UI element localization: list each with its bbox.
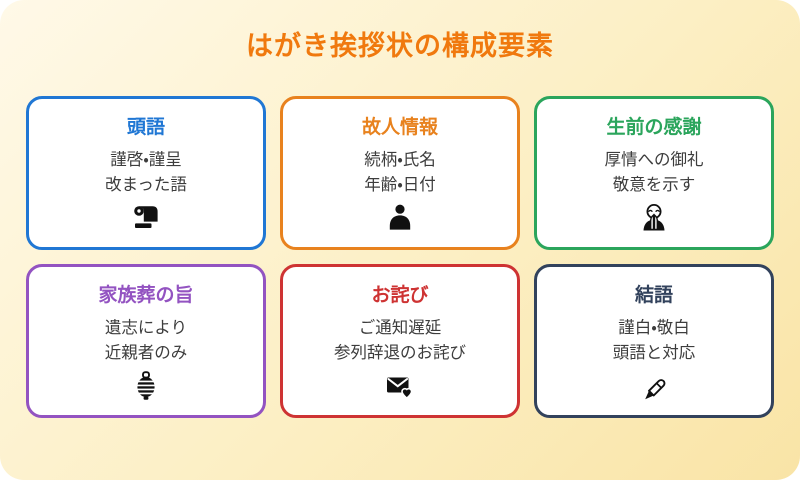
pen-icon — [645, 378, 666, 399]
card-line: 年齢・日付 — [364, 176, 436, 194]
card-title: 頭語 — [126, 117, 165, 139]
scroll-icon — [134, 205, 158, 228]
card-title: 家族葬の旨 — [98, 285, 194, 307]
card-line: 参列辞退のお詫び — [334, 344, 466, 362]
card-title: 結語 — [634, 285, 673, 307]
card-line: 厚情への御礼 — [604, 151, 704, 170]
card-closing-word: 結語 謹白・敬白 頭語と対応 — [534, 264, 774, 418]
card-title: 故人情報 — [361, 117, 438, 139]
card-line: 謹白・敬白 — [618, 319, 690, 338]
card-deceased-info: 故人情報 続柄・氏名 年齢・日付 — [280, 96, 520, 250]
card-grid: 頭語 謹啓・謹呈 改まった語 故人情報 続柄・氏名 年齢・日付 生前の感謝 厚情… — [26, 96, 774, 418]
card-line: 謹啓・謹呈 — [110, 151, 182, 170]
card-line: 遺志により — [104, 319, 188, 338]
page-title: はがき挨拶状の構成要素 — [246, 31, 554, 61]
card-title: お詫び — [371, 285, 429, 307]
card-line: 改まった語 — [105, 176, 187, 194]
card-line: 敬意を示す — [612, 176, 696, 194]
bowing-person-icon — [643, 203, 665, 231]
card-line: ご通知遅延 — [358, 319, 442, 338]
card-gratitude: 生前の感謝 厚情への御礼 敬意を示す — [534, 96, 774, 250]
card-line: 頭語と対応 — [612, 344, 696, 362]
person-icon — [389, 204, 411, 230]
card-apology: お詫び ご通知遅延 参列辞退のお詫び — [280, 264, 520, 418]
card-family-funeral: 家族葬の旨 遺志により 近親者のみ — [26, 264, 266, 418]
card-line: 続柄・氏名 — [364, 151, 436, 170]
card-line: 近親者のみ — [104, 344, 188, 362]
envelope-heart-icon — [387, 377, 413, 400]
lantern-icon — [136, 371, 156, 400]
card-title: 生前の感謝 — [606, 117, 702, 139]
card-opening-word: 頭語 謹啓・謹呈 改まった語 — [26, 96, 266, 250]
